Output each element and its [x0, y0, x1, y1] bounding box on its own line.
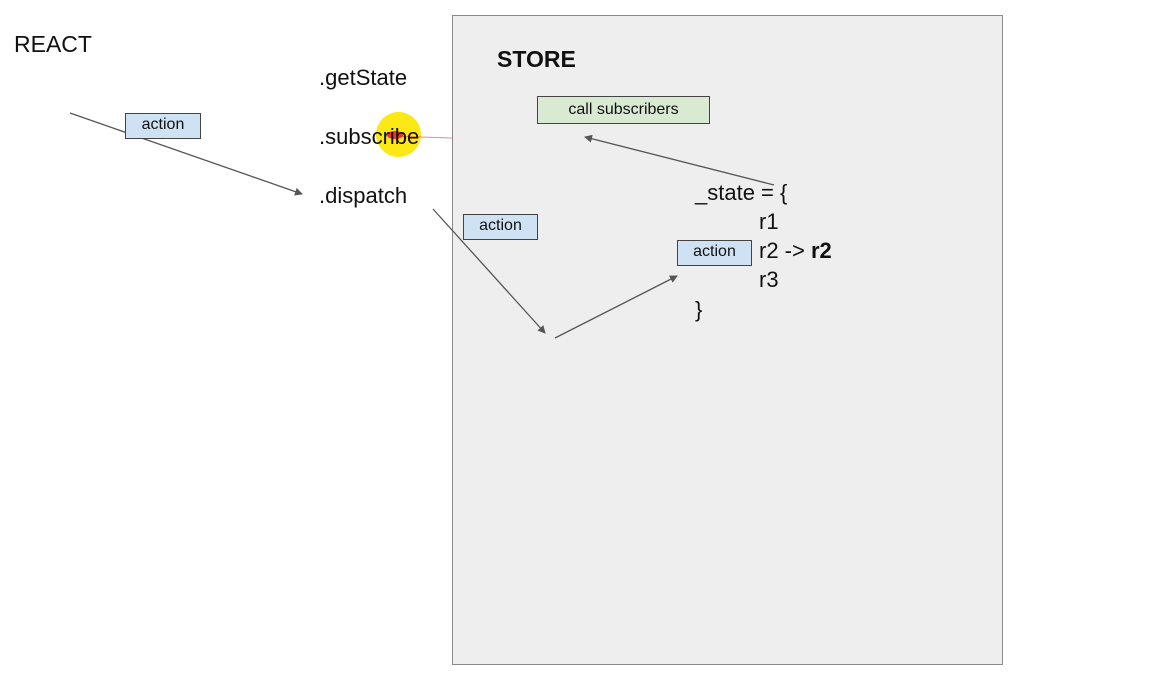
- call-subscribers-box: call subscribers: [537, 96, 710, 124]
- reducer-action-box: action: [677, 240, 752, 266]
- state-close: }: [695, 297, 703, 322]
- state-to-subscribers-arrow: [584, 134, 775, 186]
- state-r2-new: r2: [810, 238, 832, 263]
- pointer-dot: [387, 131, 403, 139]
- state-open: _state = {: [695, 180, 788, 205]
- state-r1: r1: [759, 209, 779, 234]
- state-r2-row: r2 -> r2: [759, 238, 832, 264]
- get-state-method: .getState: [319, 65, 408, 90]
- state-r3: r3: [759, 267, 779, 292]
- subscribe-method: .subscribe: [319, 124, 420, 149]
- react-action-box: action: [125, 113, 201, 139]
- store-to-reducer-arrow: [554, 275, 678, 339]
- dispatch-to-store-arrow: [432, 208, 546, 334]
- dispatch-action-box: action: [463, 214, 538, 240]
- state-r2-prefix: r2 ->: [759, 238, 811, 263]
- react-to-dispatch-arrow: [69, 112, 303, 196]
- store-title: STORE: [497, 46, 576, 72]
- react-label: REACT: [14, 31, 92, 57]
- dispatch-method: .dispatch: [319, 183, 408, 208]
